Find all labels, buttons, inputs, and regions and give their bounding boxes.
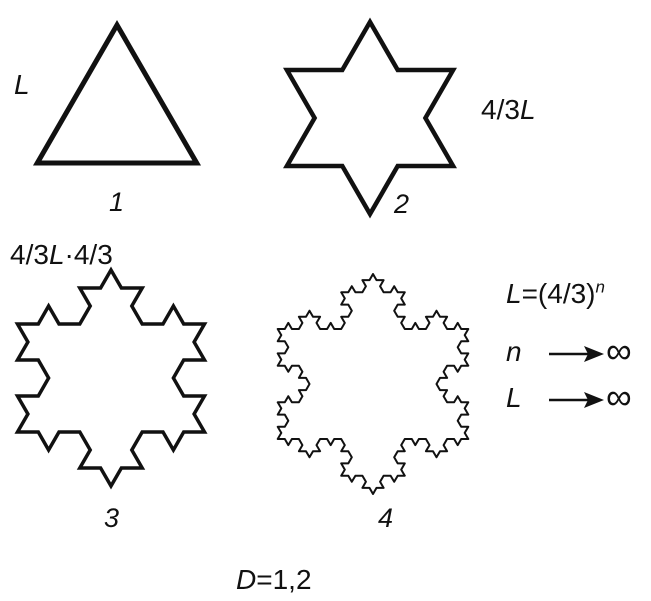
koch-iteration-1-triangle — [37, 25, 196, 163]
koch-iteration-3-snowflake — [18, 270, 205, 486]
limit-n-label: n — [506, 338, 522, 366]
figure-number-2: 2 — [394, 191, 409, 218]
star-side-length-label: 4/3L — [481, 96, 536, 124]
limit-L-label: L — [506, 384, 522, 412]
fractal-dimension: D=1,2 — [236, 566, 312, 594]
infinity-symbol-2: ∞ — [606, 379, 632, 415]
snowflake-side-length-label: 4/3L·4/3 — [10, 241, 113, 269]
length-formula: L=(4/3)n — [506, 280, 605, 308]
figure-number-3: 3 — [104, 505, 119, 532]
figure-number-1: 1 — [109, 189, 124, 216]
figure-number-4: 4 — [378, 505, 393, 532]
infinity-symbol-1: ∞ — [606, 333, 632, 369]
koch-iteration-4-snowflake — [278, 274, 469, 494]
koch-iteration-2-star — [287, 22, 453, 214]
side-length-label: L — [14, 71, 30, 99]
